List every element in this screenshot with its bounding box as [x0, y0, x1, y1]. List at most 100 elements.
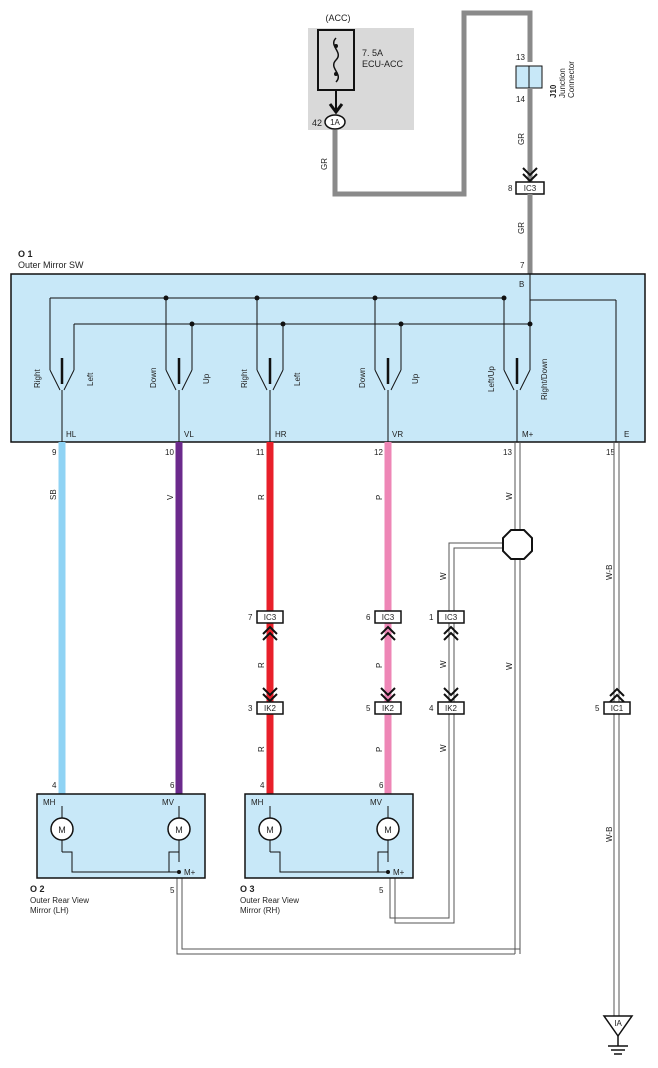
mirror-lh-pin-mh: 4 — [52, 781, 57, 790]
v-wire-label: V — [166, 494, 175, 500]
terminal-pin: 13 — [503, 448, 512, 457]
contact-label: Right — [33, 369, 42, 388]
switch-pin-b-label: B — [519, 280, 524, 289]
w-wire-label: W — [505, 492, 514, 500]
w-wire-label: W — [439, 660, 448, 668]
gr-wire-loop — [332, 10, 533, 197]
contact-label: Down — [358, 368, 367, 388]
mirror-rh-mv: MV — [370, 798, 383, 807]
svg-text:5: 5 — [595, 704, 600, 713]
ground-label: IA — [614, 1019, 622, 1028]
connector-arrow-icon — [328, 103, 344, 115]
fuse-connector — [324, 114, 346, 130]
contact-label: Left/Up — [487, 366, 496, 392]
junction-dot — [177, 870, 181, 874]
fuse-connector-label: 1A — [330, 118, 340, 127]
terminal-pin: 9 — [52, 448, 57, 457]
mirror-lh-pin-mv: 6 — [170, 781, 175, 790]
terminal-label: VL — [184, 430, 194, 439]
terminal-pin: 11 — [256, 448, 265, 457]
fuse-supply: (ACC) — [326, 13, 351, 23]
fuse-pin: 42 — [312, 118, 322, 128]
connector-ic1: IC1 5 — [595, 687, 631, 715]
bus-junction-dots — [163, 295, 533, 327]
mirror-rh-pin-mv: 6 — [379, 781, 384, 790]
w-wire-label: W — [439, 572, 448, 580]
svg-text:5: 5 — [366, 704, 371, 713]
contact-label: Right — [240, 369, 249, 388]
sb-wire-label: SB — [49, 489, 58, 500]
svg-text:3: 3 — [248, 704, 253, 713]
mirror-rh-id: O 3 — [240, 884, 255, 894]
switch-id: O 1 — [18, 249, 33, 259]
svg-text:IC3: IC3 — [445, 613, 458, 622]
connector-arrow-icon — [522, 167, 538, 183]
contact-label: Right/Down — [540, 359, 549, 400]
contact-label: Up — [411, 373, 420, 384]
mirror-lh-mv: MV — [162, 798, 175, 807]
contact-label: Left — [86, 372, 95, 386]
switch-name: Outer Mirror SW — [18, 260, 84, 270]
mirror-lh-mplus: M+ — [184, 868, 196, 877]
mirror-lh-name2: Mirror (LH) — [30, 906, 69, 915]
mirror-rh-circuit — [269, 806, 389, 873]
gr-wire-label: GR — [320, 158, 329, 170]
contact-label: Up — [202, 373, 211, 384]
terminal-pin: 15 — [606, 448, 615, 457]
wb-wire-label: W-B — [605, 827, 614, 842]
svg-text:IC3: IC3 — [264, 613, 277, 622]
motor-icon — [50, 817, 74, 841]
w-wire — [176, 442, 521, 955]
motor-icon — [376, 817, 400, 841]
svg-text:IK2: IK2 — [445, 704, 458, 713]
ground-symbol-icon — [608, 1036, 628, 1055]
w-wire-label: W — [505, 662, 514, 670]
terminal-pin: 10 — [165, 448, 174, 457]
outer-mirror-switch — [10, 273, 646, 443]
w-wire-label: W — [439, 744, 448, 752]
svg-text:IC1: IC1 — [611, 704, 624, 713]
mirror-rh-mh: MH — [251, 798, 264, 807]
svg-text:6: 6 — [366, 613, 371, 622]
junction-desc2: Connector — [567, 61, 576, 98]
fuse-panel-bg — [308, 28, 414, 130]
ground-point-icon — [602, 1015, 634, 1038]
switch-contacts — [49, 298, 617, 442]
r-wire-label: R — [257, 662, 266, 668]
terminal-label: HL — [66, 430, 77, 439]
terminal-label: VR — [392, 430, 403, 439]
mirror-rh-pin-mh: 4 — [260, 781, 265, 790]
switch-pin-b-num: 7 — [520, 261, 525, 270]
p-wire-label: P — [375, 747, 384, 752]
svg-text:4: 4 — [429, 704, 434, 713]
fuse-icon — [333, 37, 339, 83]
terminal-label: HR — [275, 430, 287, 439]
connector-ic3-p: IC3 6 — [366, 610, 402, 641]
connector-ic3-label: IC3 — [524, 184, 537, 193]
connector-ik2-r: IK2 3 — [248, 687, 284, 715]
terminal-pin: 12 — [374, 448, 383, 457]
terminal-label: M+ — [522, 430, 534, 439]
connector-ik2-w: IK2 4 — [429, 687, 465, 715]
motor-label: M — [58, 825, 66, 835]
motor-label: M — [175, 825, 183, 835]
junction-dot — [386, 870, 390, 874]
fuse-rating: 7. 5A — [362, 48, 383, 58]
mirror-rh-name1: Outer Rear View — [240, 896, 299, 905]
fuse-terminal-dot — [334, 72, 338, 76]
motor-label: M — [266, 825, 274, 835]
junction-desc: Junction — [558, 68, 567, 98]
p-wire-label: P — [375, 495, 384, 500]
gr-wire-label: GR — [517, 133, 526, 145]
terminal-label: E — [624, 430, 629, 439]
svg-text:7: 7 — [248, 613, 253, 622]
mirror-lh-name1: Outer Rear View — [30, 896, 89, 905]
p-wire-label: P — [375, 663, 384, 668]
fuse-terminal-dot — [334, 44, 338, 48]
connector-ic3-r: IC3 7 — [248, 610, 284, 641]
mirror-rh-name2: Mirror (RH) — [240, 906, 280, 915]
svg-text:IK2: IK2 — [382, 704, 395, 713]
motor-icon — [167, 817, 191, 841]
connector-ic3-pin: 8 — [508, 184, 513, 193]
